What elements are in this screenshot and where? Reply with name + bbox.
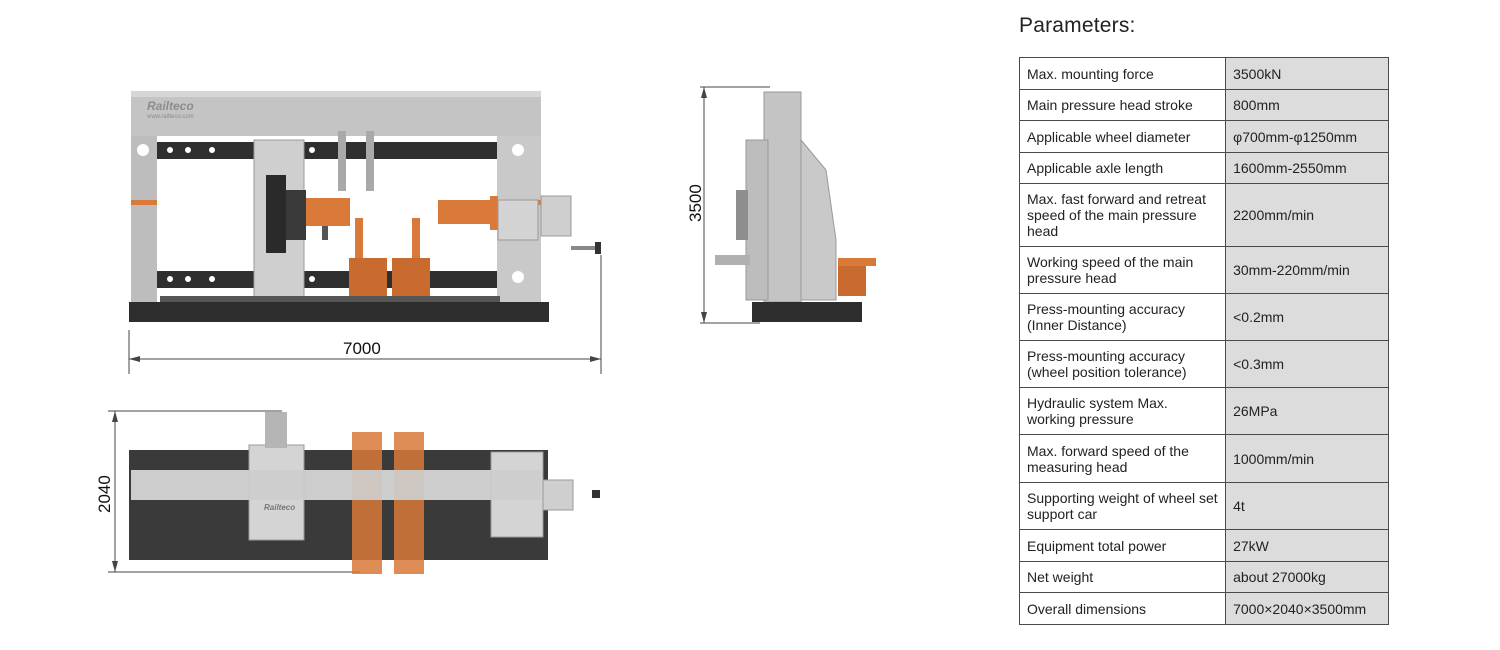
top-view-drawing — [108, 410, 600, 574]
table-row: Working speed of the main pressure head … — [1018, 246, 1389, 294]
table-row: Hydraulic system Max. working pressure 2… — [1018, 387, 1389, 435]
table-row: Net weight about 27000kg — [1018, 561, 1389, 593]
table-row: Press-mounting accuracy (wheel position … — [1018, 340, 1389, 388]
parameter-name: Main pressure head stroke — [1018, 89, 1227, 121]
parameter-name: Overall dimensions — [1018, 592, 1227, 625]
parameter-value: <0.3mm — [1225, 340, 1389, 388]
parameter-name: Net weight — [1018, 561, 1227, 593]
parameter-name: Applicable axle length — [1018, 152, 1227, 184]
parameter-name: Applicable wheel diameter — [1018, 120, 1227, 153]
parameter-value: 26MPa — [1225, 387, 1389, 435]
table-row: Overall dimensions 7000×2040×3500mm — [1018, 592, 1389, 625]
parameters-table: Max. mounting force 3500kN Main pressure… — [1018, 57, 1389, 625]
parameter-name: Working speed of the main pressure head — [1018, 246, 1227, 294]
table-row: Applicable axle length 1600mm-2550mm — [1018, 152, 1389, 184]
parameter-name: Press-mounting accuracy (wheel position … — [1018, 340, 1227, 388]
table-row: Max. mounting force 3500kN — [1018, 57, 1389, 90]
parameter-name: Hydraulic system Max. working pressure — [1018, 387, 1227, 435]
parameter-name: Supporting weight of wheel set support c… — [1018, 482, 1227, 530]
side-view-drawing — [700, 86, 876, 324]
parameter-value: 4t — [1225, 482, 1389, 530]
parameters-title: Parameters: — [1019, 14, 1136, 37]
table-row: Applicable wheel diameter φ700mm-φ1250mm — [1018, 120, 1389, 153]
brand-logo-top: Railteco — [264, 503, 296, 512]
parameter-name: Max. forward speed of the measuring head — [1018, 434, 1227, 483]
parameter-name: Max. mounting force — [1018, 57, 1227, 90]
parameter-value: 1600mm-2550mm — [1225, 152, 1389, 184]
table-row: Press-mounting accuracy (Inner Distance)… — [1018, 293, 1389, 341]
parameter-name: Press-mounting accuracy (Inner Distance) — [1018, 293, 1227, 341]
parameter-value: φ700mm-φ1250mm — [1225, 120, 1389, 153]
parameter-value: <0.2mm — [1225, 293, 1389, 341]
front-view-drawing — [128, 91, 602, 374]
parameter-value: 1000mm/min — [1225, 434, 1389, 483]
top-width-dimension: 2040 — [95, 475, 114, 513]
parameter-value: 2200mm/min — [1225, 183, 1389, 247]
parameter-value: 800mm — [1225, 89, 1389, 121]
table-row: Max. fast forward and retreat speed of t… — [1018, 183, 1389, 247]
front-length-dimension: 7000 — [343, 339, 381, 358]
table-row: Supporting weight of wheel set support c… — [1018, 482, 1389, 530]
brand-url: www.railteco.com — [147, 114, 194, 120]
parameter-value: 30mm-220mm/min — [1225, 246, 1389, 294]
table-row: Main pressure head stroke 800mm — [1018, 89, 1389, 121]
parameter-value: 3500kN — [1225, 57, 1389, 90]
brand-logo: Railteco — [147, 99, 194, 113]
parameter-value: about 27000kg — [1225, 561, 1389, 593]
parameter-value: 27kW — [1225, 529, 1389, 562]
parameter-value: 7000×2040×3500mm — [1225, 592, 1389, 625]
table-row: Max. forward speed of the measuring head… — [1018, 434, 1389, 483]
side-height-dimension: 3500 — [686, 184, 705, 222]
parameter-name: Max. fast forward and retreat speed of t… — [1018, 183, 1227, 247]
parameter-name: Equipment total power — [1018, 529, 1227, 562]
table-row: Equipment total power 27kW — [1018, 529, 1389, 562]
